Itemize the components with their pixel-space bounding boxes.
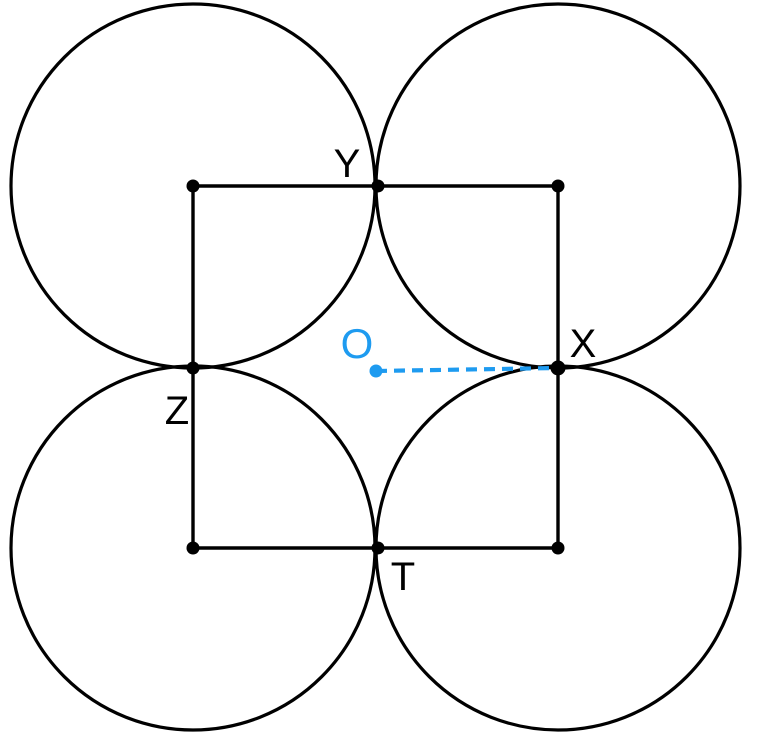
label-point-z: Z (165, 389, 189, 433)
label-point-y: Y (334, 142, 361, 186)
dot-point-z (186, 361, 200, 375)
label-point-t: T (391, 555, 415, 599)
dot-corner-top-right (551, 179, 565, 193)
vertex-dots-group (186, 179, 566, 555)
segment-o-to-x (375, 365, 559, 374)
label-point-x: X (570, 322, 597, 366)
point-labels-group: Y X Z T (165, 142, 597, 599)
dot-center-o (369, 364, 383, 378)
dot-corner-top-left (186, 179, 200, 193)
dot-point-y (371, 179, 385, 193)
dot-corner-bottom-left (186, 541, 200, 555)
label-center-o: O (341, 320, 374, 367)
dot-point-x (550, 360, 566, 376)
dot-point-t (371, 541, 385, 555)
dot-corner-bottom-right (551, 541, 565, 555)
